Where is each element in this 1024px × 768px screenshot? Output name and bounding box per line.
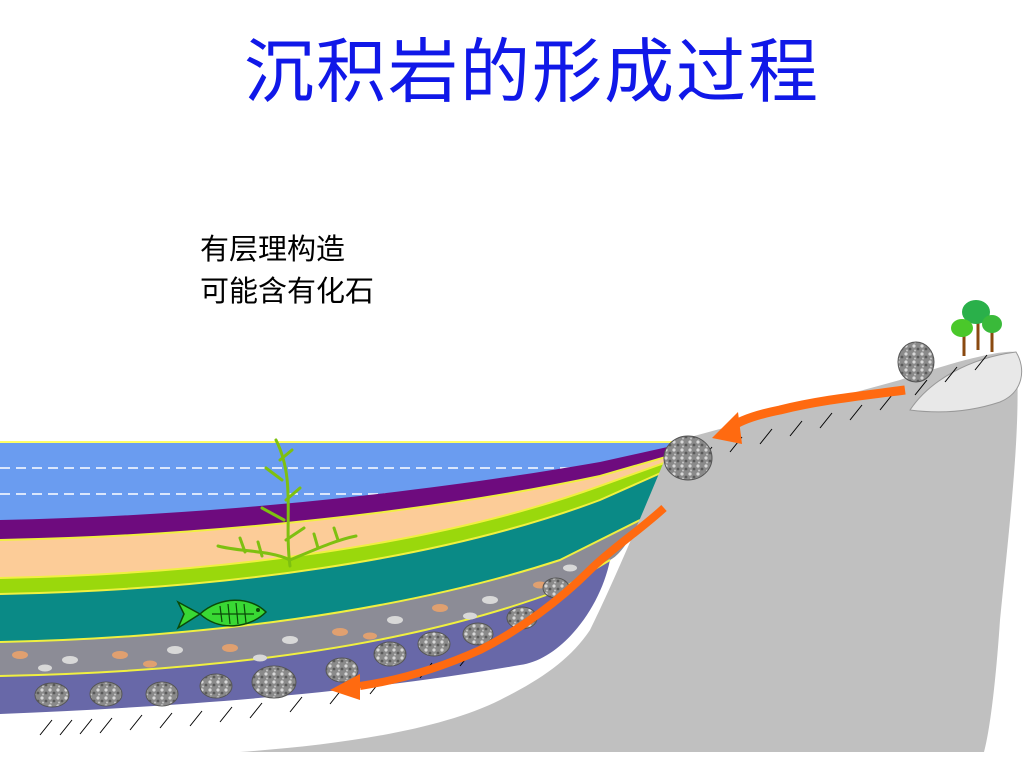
boulder-row [34, 577, 570, 708]
layer-boundaries [0, 449, 696, 677]
cliff-top [909, 351, 1023, 413]
boulder-icon [251, 665, 297, 699]
boulder-icon [462, 622, 494, 646]
boulder-icon [89, 681, 123, 707]
seaweed-icon [216, 438, 358, 568]
boulder-icon [897, 341, 935, 383]
slide-title: 沉积岩的形成过程 [244, 31, 820, 113]
boulder-icon [34, 682, 70, 708]
layer-gray [0, 520, 640, 676]
land-slope [240, 351, 1018, 752]
transport-arrow-icon [712, 385, 906, 444]
fish-fossil-icon [176, 599, 268, 630]
note-fossils: 可能含有化石 [200, 274, 375, 308]
note-bedding: 有层理构造 [200, 232, 346, 266]
layer-lime [0, 452, 695, 594]
pebble-cluster [12, 564, 577, 672]
tree-icon [951, 300, 1002, 356]
boulder-icon [325, 657, 359, 683]
boulder-icon [663, 435, 713, 481]
layer-purple [0, 442, 690, 540]
boulder-icon [417, 631, 451, 657]
boulder-icon [145, 681, 179, 707]
notes-block: 有层理构造 可能含有化石 [200, 228, 374, 312]
boulder-icon [373, 641, 407, 667]
layer-peach [0, 450, 695, 578]
boulder-icon [199, 673, 233, 699]
layer-teal [0, 460, 690, 642]
transport-arrow-icon [330, 505, 667, 700]
layer-slate [0, 560, 610, 714]
